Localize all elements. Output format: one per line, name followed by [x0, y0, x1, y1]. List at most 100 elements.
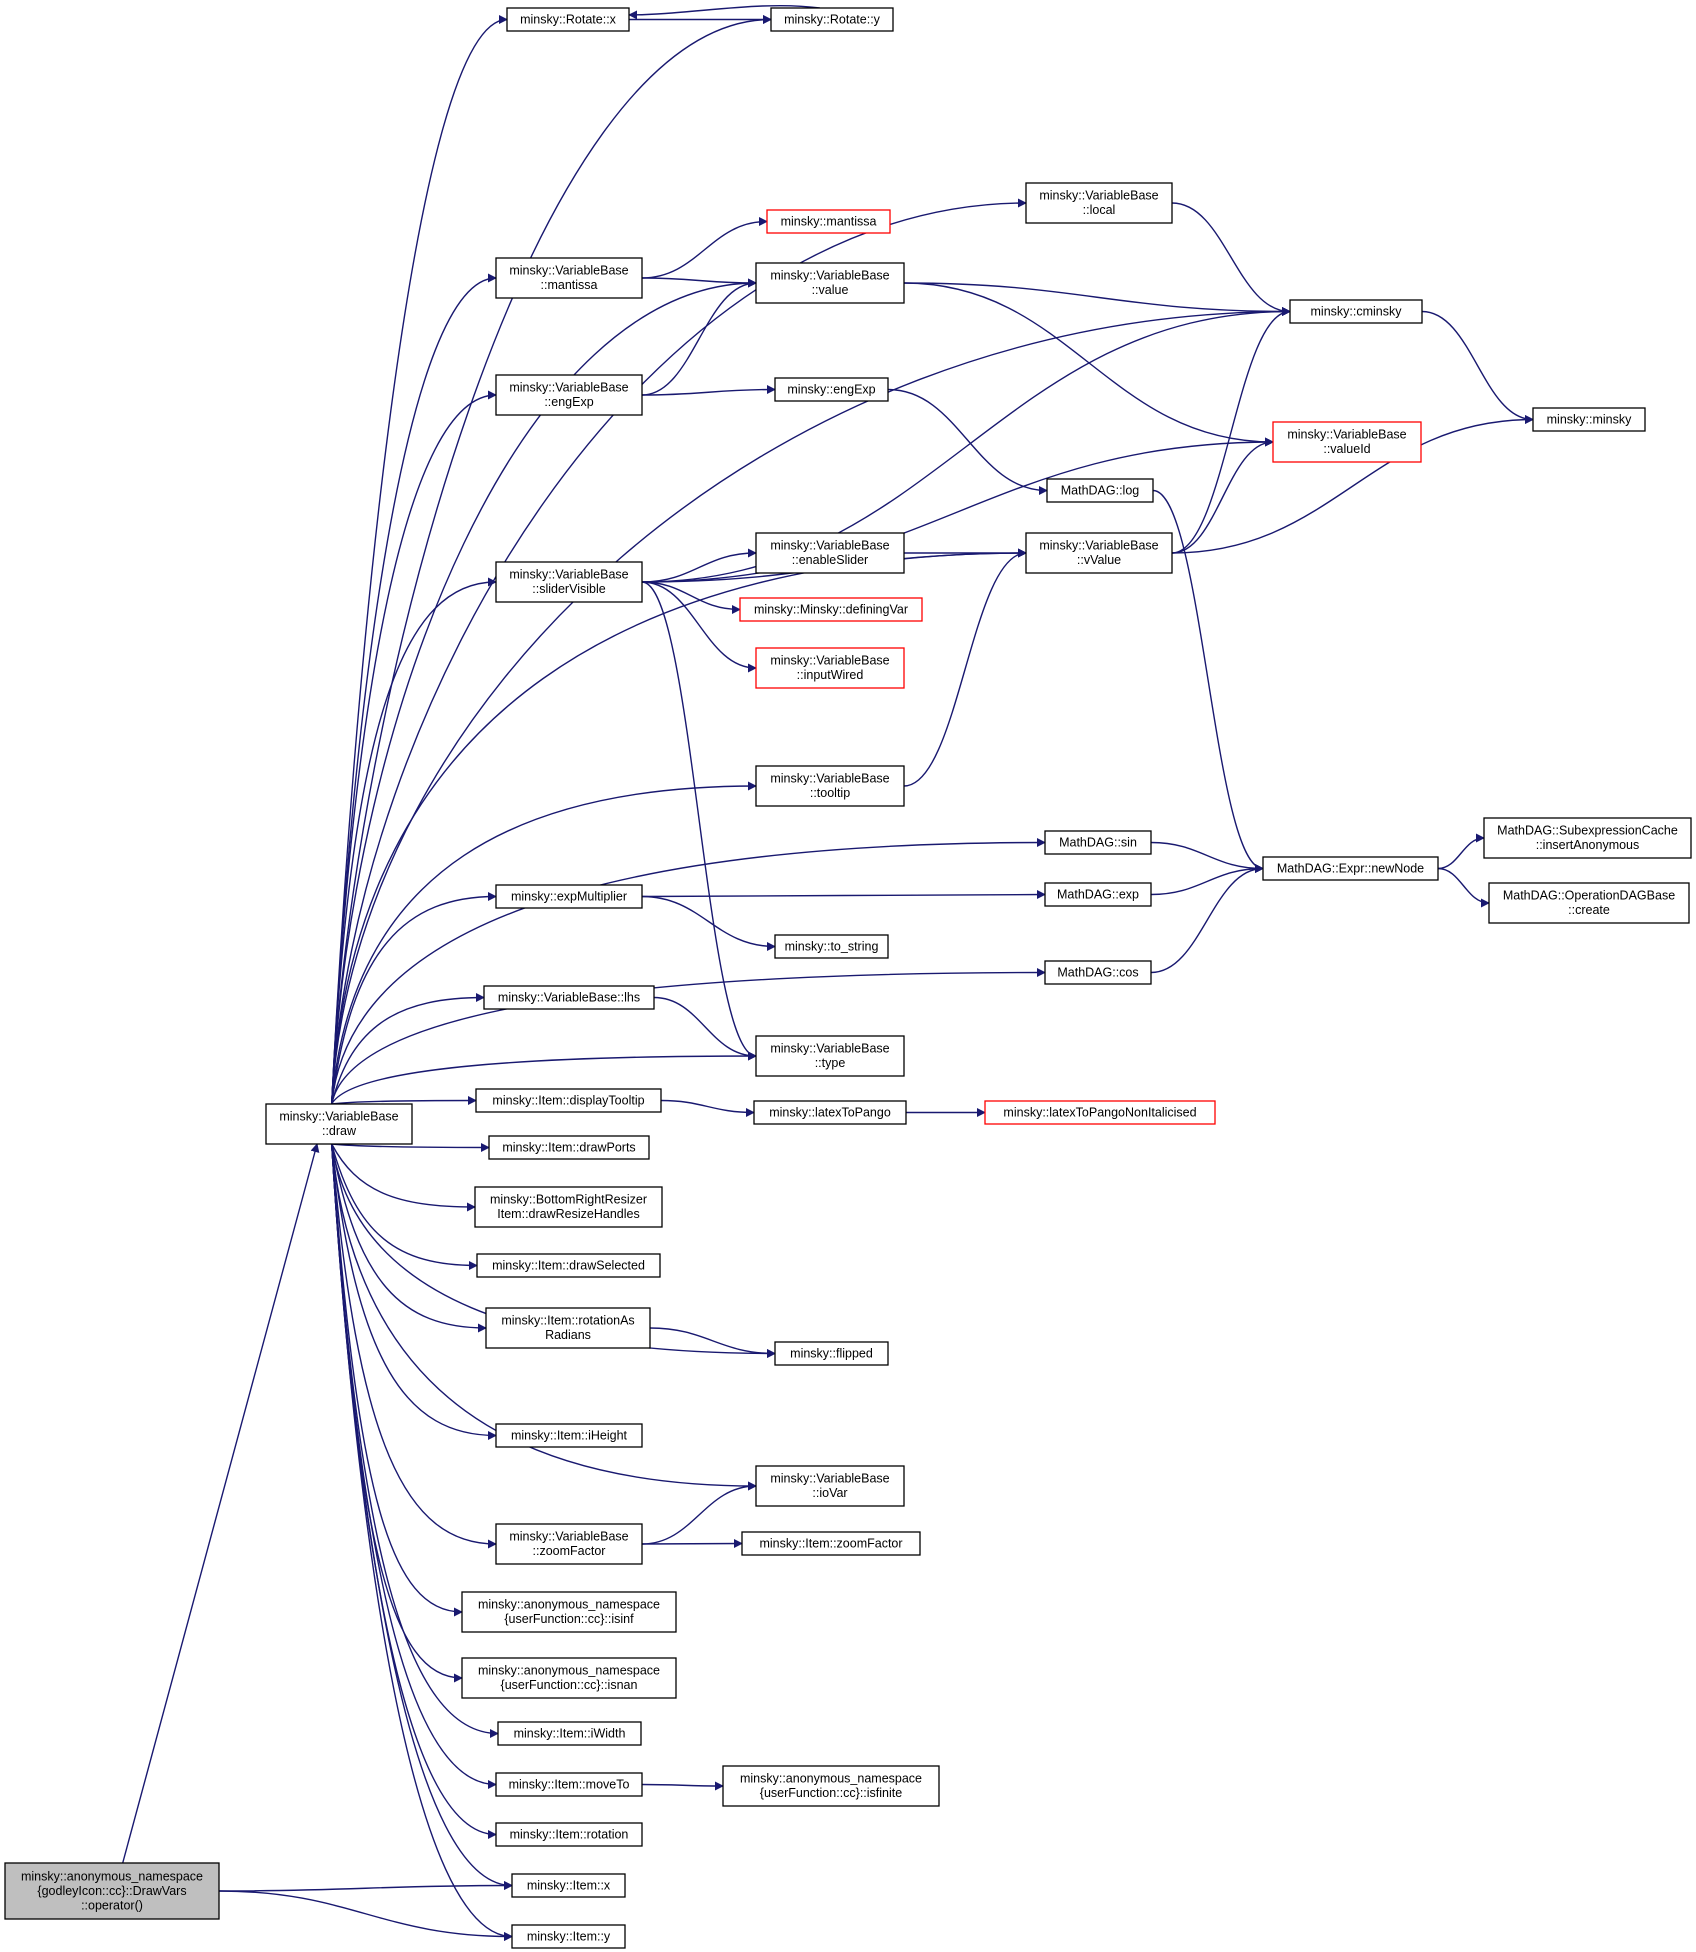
edge-draw-to-rotrad: [331, 1143, 487, 1333]
node-flipped[interactable]: minsky::flipped: [774, 1341, 889, 1366]
node-vb_value[interactable]: minsky::VariableBase::value: [755, 262, 905, 304]
node-box: [495, 374, 643, 416]
node-label: minsky::Item::displayTooltip: [492, 1093, 644, 1107]
node-brr[interactable]: minsky::BottomRightResizerItem::drawResi…: [474, 1186, 663, 1228]
node-box: [495, 1822, 643, 1847]
node-label: ::local: [1083, 203, 1116, 217]
edge-tooltip-to-vvalue: [903, 548, 1027, 787]
node-isnan[interactable]: minsky::anonymous_namespace{userFunction…: [461, 1657, 677, 1699]
node-latex[interactable]: minsky::latexToPango: [753, 1100, 907, 1125]
node-subexpr[interactable]: MathDAG::SubexpressionCache::insertAnony…: [1483, 817, 1692, 859]
node-box: [774, 377, 889, 402]
node-label: minsky::Item::y: [527, 1929, 611, 1943]
edge-root-to-itemy: [218, 1890, 513, 1941]
node-box: [755, 647, 905, 689]
node-draw[interactable]: minsky::VariableBase::draw: [265, 1103, 413, 1145]
edge-newnode-to-opdag: [1437, 867, 1490, 908]
node-definingvar[interactable]: minsky::Minsky::definingVar: [739, 597, 923, 622]
node-label: minsky::Item::rotation: [510, 1827, 629, 1841]
node-itemzoom[interactable]: minsky::Item::zoomFactor: [741, 1531, 921, 1556]
node-latexni[interactable]: minsky::latexToPangoNonItalicised: [984, 1100, 1216, 1125]
node-box: [739, 597, 923, 622]
node-box: [1483, 817, 1692, 859]
node-box: [755, 765, 905, 807]
node-label: minsky::Rotate::y: [784, 12, 881, 26]
edge-vb_engexp-to-engexp: [641, 385, 776, 396]
node-rotation[interactable]: minsky::Item::rotation: [495, 1822, 643, 1847]
node-rotx[interactable]: minsky::Rotate::x: [506, 7, 630, 32]
node-vb_mantissa[interactable]: minsky::VariableBase::mantissa: [495, 257, 643, 299]
node-label: ::vValue: [1077, 553, 1121, 567]
node-tostring[interactable]: minsky::to_string: [774, 934, 889, 959]
node-log[interactable]: MathDAG::log: [1046, 478, 1154, 503]
node-label: ::sliderVisible: [532, 582, 605, 596]
node-isinf[interactable]: minsky::anonymous_namespace{userFunction…: [461, 1591, 677, 1633]
node-moveto[interactable]: minsky::Item::moveTo: [495, 1772, 643, 1797]
node-opdag[interactable]: MathDAG::OperationDAGBase::create: [1488, 882, 1690, 924]
edge-lhs-to-vbtype: [653, 996, 757, 1061]
node-label: {userFunction::cc}::isnan: [501, 1678, 638, 1692]
node-exp[interactable]: MathDAG::exp: [1044, 882, 1152, 907]
node-cos[interactable]: MathDAG::cos: [1044, 960, 1152, 985]
node-valueid[interactable]: minsky::VariableBase::valueId: [1272, 421, 1422, 463]
edge-draw-to-iheight: [331, 1143, 497, 1440]
node-label: {userFunction::cc}::isfinite: [760, 1786, 902, 1800]
node-box: [755, 1465, 905, 1507]
node-tooltip[interactable]: minsky::VariableBase::tooltip: [755, 765, 905, 807]
node-label: ::insertAnonymous: [1536, 838, 1640, 852]
edge-rotrad-to-flipped: [649, 1327, 776, 1358]
edge-draw-to-vvalue: [331, 548, 1027, 1105]
node-label: ::valueId: [1323, 442, 1370, 456]
edge-draw-to-flipped: [331, 1143, 776, 1358]
node-vbtype[interactable]: minsky::VariableBase::type: [755, 1035, 905, 1077]
node-minsky[interactable]: minsky::minsky: [1532, 407, 1646, 432]
node-lhs[interactable]: minsky::VariableBase::lhs: [483, 985, 655, 1010]
node-label: minsky::cminsky: [1311, 304, 1403, 318]
node-label: minsky::anonymous_namespace: [21, 1869, 203, 1883]
node-label: ::type: [815, 1056, 846, 1070]
node-inputwired[interactable]: minsky::VariableBase::inputWired: [755, 647, 905, 689]
node-label: {userFunction::cc}::isinf: [504, 1612, 634, 1626]
node-roty[interactable]: minsky::Rotate::y: [770, 7, 894, 32]
node-iwidth[interactable]: minsky::Item::iWidth: [497, 1721, 642, 1746]
node-newnode[interactable]: MathDAG::Expr::newNode: [1262, 856, 1439, 881]
edge-vvalue-to-valueid: [1171, 437, 1274, 554]
node-disptooltip[interactable]: minsky::Item::displayTooltip: [475, 1088, 662, 1113]
edge-slidervis-to-enableslider: [641, 548, 757, 583]
node-local[interactable]: minsky::VariableBase::local: [1025, 182, 1173, 224]
node-drawports[interactable]: minsky::Item::drawPorts: [488, 1135, 650, 1160]
node-slidervis[interactable]: minsky::VariableBase::sliderVisible: [495, 561, 643, 603]
node-label: Item::drawResizeHandles: [497, 1207, 639, 1221]
node-drawsel[interactable]: minsky::Item::drawSelected: [476, 1253, 661, 1278]
node-label: minsky::Item::drawSelected: [492, 1258, 645, 1272]
node-enableslider[interactable]: minsky::VariableBase::enableSlider: [755, 532, 905, 574]
node-expmult[interactable]: minsky::expMultiplier: [495, 884, 643, 909]
node-box: [755, 1035, 905, 1077]
node-itemx[interactable]: minsky::Item::x: [511, 1873, 626, 1898]
edge-vb_mantissa-to-vb_value: [641, 277, 757, 288]
node-label: MathDAG::OperationDAGBase: [1503, 889, 1675, 903]
node-label: Radians: [545, 1328, 591, 1342]
node-box: [461, 1657, 677, 1699]
node-iheight[interactable]: minsky::Item::iHeight: [495, 1423, 643, 1448]
node-label: minsky::VariableBase: [770, 269, 889, 283]
node-vvalue[interactable]: minsky::VariableBase::vValue: [1025, 532, 1173, 574]
node-box: [483, 985, 655, 1010]
node-vbzoom[interactable]: minsky::VariableBase::zoomFactor: [495, 1523, 643, 1565]
node-mantissa_fn[interactable]: minsky::mantissa: [766, 209, 891, 234]
node-vb_engexp[interactable]: minsky::VariableBase::engExp: [495, 374, 643, 416]
node-cminsky[interactable]: minsky::cminsky: [1289, 299, 1423, 324]
node-label: minsky::minsky: [1547, 412, 1632, 426]
node-label: minsky::Minsky::definingVar: [754, 602, 908, 616]
node-box: [1289, 299, 1423, 324]
node-sin[interactable]: MathDAG::sin: [1044, 830, 1152, 855]
node-label: ::inputWired: [797, 668, 864, 682]
node-box: [1532, 407, 1646, 432]
node-isfinite[interactable]: minsky::anonymous_namespace{userFunction…: [722, 1765, 940, 1807]
node-iovar[interactable]: minsky::VariableBase::ioVar: [755, 1465, 905, 1507]
node-itemy[interactable]: minsky::Item::y: [511, 1924, 626, 1949]
node-engexp[interactable]: minsky::engExp: [774, 377, 889, 402]
node-root[interactable]: minsky::anonymous_namespace{godleyIcon::…: [4, 1862, 220, 1920]
